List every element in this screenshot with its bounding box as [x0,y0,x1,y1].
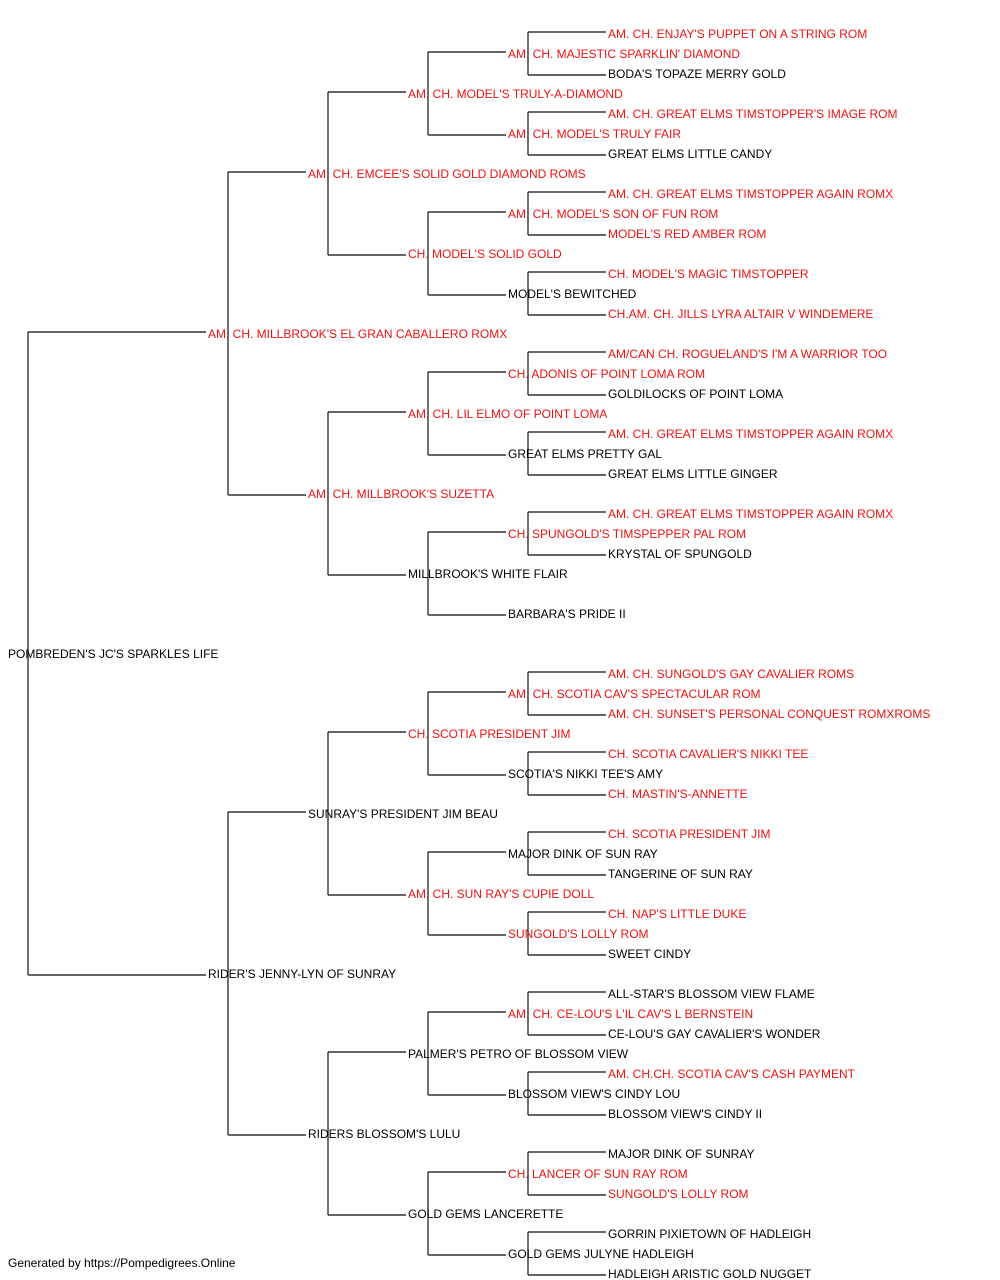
ancestor-name-gen5: GORRIN PIXIETOWN OF HADLEIGH [608,1227,812,1241]
ancestor-name-gen2: RIDERS BLOSSOM'S LULU [308,1127,461,1141]
ancestor-name-gen5: AM/CAN CH. ROGUELAND'S I'M A WARRIOR TOO [608,347,888,361]
ancestor-name-gen5: TANGERINE OF SUN RAY [608,867,753,881]
ancestor-name-gen4: CH. LANCER OF SUN RAY ROM [508,1167,688,1181]
ancestor-name-gen5: CH. MODEL'S MAGIC TIMSTOPPER [608,267,809,281]
ancestor-name-gen5: MODEL'S RED AMBER ROM [608,227,767,241]
ancestor-name-gen2: AM. CH. MILLBROOK'S SUZETTA [308,487,495,501]
ancestor-name-gen5: AM. CH. GREAT ELMS TIMSTOPPER AGAIN ROMX [608,427,894,441]
ancestor-name-gen4: CH. ADONIS OF POINT LOMA ROM [508,367,706,381]
footer-credit: Generated by https://Pompedigrees.Online [8,1256,236,1270]
ancestor-name-gen3: AM. CH. MODEL'S TRULY-A-DIAMOND [408,87,623,101]
ancestor-name-gen5: KRYSTAL OF SPUNGOLD [608,547,752,561]
ancestor-name-gen5: CH. SCOTIA PRESIDENT JIM [608,827,771,841]
ancestor-name-gen4: AM. CH. MODEL'S TRULY FAIR [508,127,681,141]
ancestor-name-gen3: GOLD GEMS LANCERETTE [408,1207,564,1221]
ancestor-name-gen1: AM. CH. MILLBROOK'S EL GRAN CABALLERO RO… [208,327,508,341]
ancestor-name-gen2: AM. CH. EMCEE'S SOLID GOLD DIAMOND ROMS [308,167,586,181]
ancestor-name-gen5: HADLEIGH ARISTIC GOLD NUGGET [608,1267,812,1280]
ancestor-name-gen5: SUNGOLD'S LOLLY ROM [608,1187,749,1201]
ancestor-name-gen4: CH. SPUNGOLD'S TIMSPEPPER PAL ROM [508,527,747,541]
ancestor-name-gen5: BLOSSOM VIEW'S CINDY II [608,1107,763,1121]
ancestor-name-gen3: CH. SCOTIA PRESIDENT JIM [408,727,571,741]
ancestor-name-gen5: CH. NAP'S LITTLE DUKE [608,907,747,921]
ancestor-name-gen5: AM. CH.CH. SCOTIA CAV'S CASH PAYMENT [608,1067,855,1081]
ancestor-name-gen2: SUNRAY'S PRESIDENT JIM BEAU [308,807,498,821]
ancestor-name-gen4: MODEL'S BEWITCHED [508,287,637,301]
ancestor-name-gen1: RIDER'S JENNY-LYN OF SUNRAY [208,967,397,981]
ancestor-name-gen3: MILLBROOK'S WHITE FLAIR [408,567,568,581]
ancestor-name-gen4: MAJOR DINK OF SUN RAY [508,847,658,861]
ancestor-name-gen5: CH. SCOTIA CAVALIER'S NIKKI TEE [608,747,809,761]
ancestor-name-gen5: CH. MASTIN'S-ANNETTE [608,787,748,801]
ancestor-name-gen4: SCOTIA'S NIKKI TEE'S AMY [508,767,664,781]
ancestor-name-gen5: GOLDILOCKS OF POINT LOMA [608,387,784,401]
ancestor-name-gen4: SUNGOLD'S LOLLY ROM [508,927,649,941]
ancestor-name-gen3: AM. CH. LIL ELMO OF POINT LOMA [408,407,608,421]
ancestor-name-gen5: SWEET CINDY [608,947,692,961]
ancestor-name-gen4: AM. CH. SCOTIA CAV'S SPECTACULAR ROM [508,687,761,701]
ancestor-name-gen5: AM. CH. GREAT ELMS TIMSTOPPER'S IMAGE RO… [608,107,898,121]
ancestor-name-gen5: CH.AM. CH. JILLS LYRA ALTAIR V WINDEMERE [608,307,874,321]
ancestor-name-gen3: AM. CH. SUN RAY'S CUPIE DOLL [408,887,595,901]
subject-dog-name: POMBREDEN'S JC'S SPARKLES LIFE [8,647,219,661]
ancestor-name-gen5: GREAT ELMS LITTLE CANDY [608,147,773,161]
ancestor-name-gen4: AM. CH. MODEL'S SON OF FUN ROM [508,207,719,221]
ancestor-name-gen4: BARBARA'S PRIDE II [508,607,626,621]
ancestor-name-gen5: BODA'S TOPAZE MERRY GOLD [608,67,786,81]
ancestor-name-gen5: AM. CH. GREAT ELMS TIMSTOPPER AGAIN ROMX [608,507,894,521]
ancestor-name-gen3: PALMER'S PETRO OF BLOSSOM VIEW [408,1047,629,1061]
ancestor-name-gen5: MAJOR DINK OF SUNRAY [608,1147,755,1161]
ancestor-name-gen5: AM. CH. SUNGOLD'S GAY CAVALIER ROMS [608,667,855,681]
ancestor-name-gen5: AM. CH. ENJAY'S PUPPET ON A STRING ROM [608,27,868,41]
ancestor-name-gen4: GOLD GEMS JULYNE HADLEIGH [508,1247,694,1261]
ancestor-name-gen5: AM. CH. SUNSET'S PERSONAL CONQUEST ROMXR… [608,707,931,721]
ancestor-name-gen4: AM. CH. CE-LOU'S L'IL CAV'S L BERNSTEIN [508,1007,754,1021]
ancestor-name-gen5: GREAT ELMS LITTLE GINGER [608,467,778,481]
ancestor-name-gen5: AM. CH. GREAT ELMS TIMSTOPPER AGAIN ROMX [608,187,894,201]
ancestor-name-gen5: ALL-STAR'S BLOSSOM VIEW FLAME [608,987,815,1001]
ancestor-name-gen4: BLOSSOM VIEW'S CINDY LOU [508,1087,681,1101]
ancestor-name-gen3: CH. MODEL'S SOLID GOLD [408,247,562,261]
ancestor-name-gen4: GREAT ELMS PRETTY GAL [508,447,663,461]
ancestor-name-gen4: AM. CH. MAJESTIC SPARKLIN' DIAMOND [508,47,741,61]
ancestor-name-gen5: CE-LOU'S GAY CAVALIER'S WONDER [608,1027,821,1041]
